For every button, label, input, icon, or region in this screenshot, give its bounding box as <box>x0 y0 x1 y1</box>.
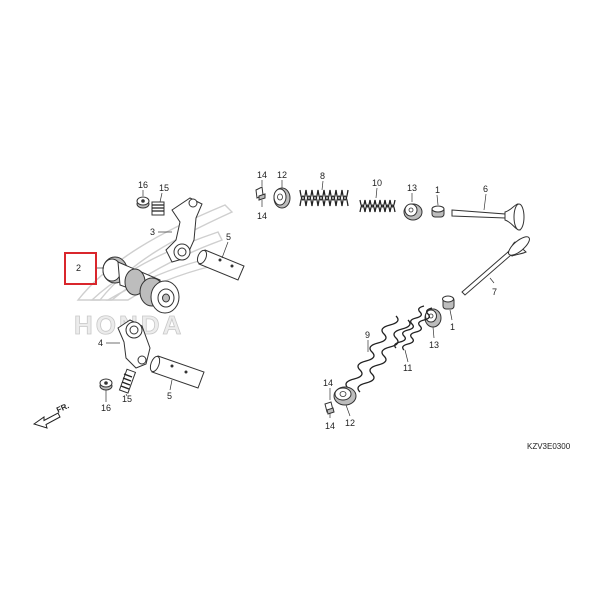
leader-lines-left <box>96 190 229 402</box>
callout-6[interactable]: 6 <box>483 184 488 194</box>
part-9-outer-spring-bottom <box>345 315 411 393</box>
part-12-retainer-top <box>273 187 291 209</box>
part-3-rocker-arm-top <box>165 197 203 263</box>
part-13-stem-seal-top <box>403 203 423 221</box>
front-arrow-label: FR. <box>55 401 70 415</box>
part-7-valve-bottom <box>461 236 530 296</box>
callout-15[interactable]: 15 <box>159 183 169 193</box>
part-15-adjust-screw-bottom <box>118 368 137 394</box>
part-8-outer-spring-top <box>299 189 349 207</box>
callout-16[interactable]: 16 <box>138 180 148 190</box>
part-16-nut-top <box>136 196 150 209</box>
honda-wing-watermark: HONDA <box>74 204 234 340</box>
callout-2[interactable]: 2 <box>76 263 81 273</box>
part-12-retainer-bottom <box>333 386 357 406</box>
part-4-rocker-arm-bottom <box>117 319 151 369</box>
callout-13[interactable]: 13 <box>429 340 439 350</box>
callout-1[interactable]: 1 <box>435 185 440 195</box>
callout-3[interactable]: 3 <box>150 227 155 237</box>
part-6-valve-top <box>451 203 525 231</box>
callout-11[interactable]: 11 <box>403 363 412 373</box>
part-11-inner-spring-bottom <box>394 305 433 351</box>
part-5-rocker-shaft-bottom <box>149 355 205 389</box>
callout-14[interactable]: 14 <box>257 170 267 180</box>
part-1-valve-guide-bottom <box>442 295 455 310</box>
callout-8[interactable]: 8 <box>320 171 325 181</box>
part-14-cotter-bottom <box>324 401 335 415</box>
part-1-valve-guide-top <box>431 205 445 218</box>
callout-9[interactable]: 9 <box>365 330 370 340</box>
front-arrow: FR. <box>32 401 71 429</box>
callouts: 16 15 3 5 2 4 15 16 5 14 14 12 8 10 13 1… <box>76 170 497 431</box>
part-15-adjust-screw-top <box>151 201 165 216</box>
callout-5[interactable]: 5 <box>226 232 231 242</box>
callout-10[interactable]: 10 <box>372 178 382 188</box>
part-10-inner-spring-top <box>359 199 396 213</box>
callout-4[interactable]: 4 <box>98 338 103 348</box>
callout-13[interactable]: 13 <box>407 183 417 193</box>
leader-lines-lower-right <box>329 277 495 418</box>
callout-7[interactable]: 7 <box>492 287 497 297</box>
part-14-cotter-top <box>255 186 266 201</box>
callout-12[interactable]: 12 <box>277 170 287 180</box>
callout-14[interactable]: 14 <box>323 378 333 388</box>
callout-14[interactable]: 14 <box>257 211 267 221</box>
callout-16[interactable]: 16 <box>101 403 111 413</box>
callout-2-highlight-box <box>64 252 97 285</box>
callout-15[interactable]: 15 <box>122 394 132 404</box>
part-2-camshaft <box>102 256 180 314</box>
leader-lines-upper-right <box>261 180 487 211</box>
callout-12[interactable]: 12 <box>345 418 355 428</box>
part-13-stem-seal-bottom <box>424 308 442 328</box>
callout-14[interactable]: 14 <box>325 421 335 431</box>
part-16-nut-bottom <box>99 378 113 391</box>
front-arrow-icon <box>32 412 61 429</box>
callout-1[interactable]: 1 <box>450 322 455 332</box>
callout-5[interactable]: 5 <box>167 391 172 401</box>
drawing-code: KZV3E0300 <box>527 442 571 451</box>
part-5-rocker-shaft-top <box>196 249 245 281</box>
